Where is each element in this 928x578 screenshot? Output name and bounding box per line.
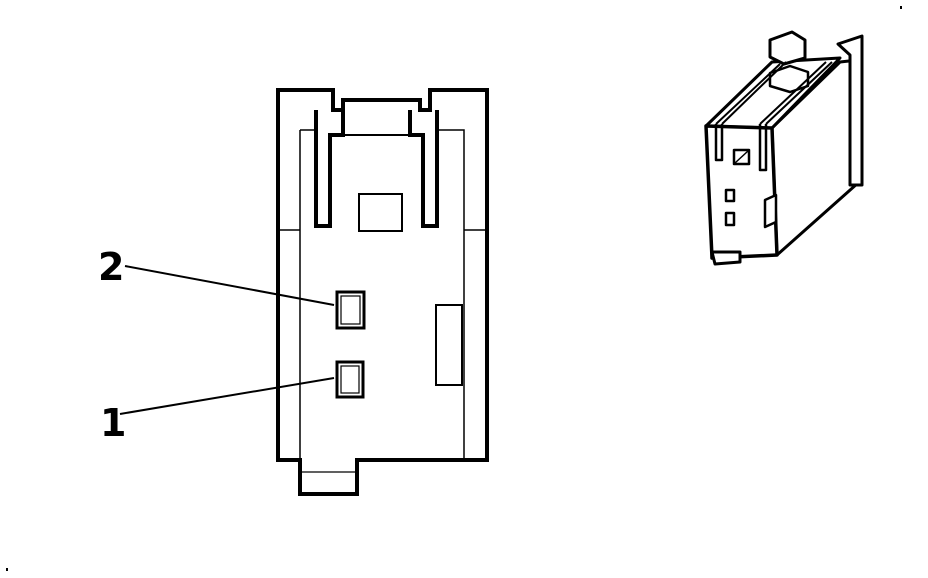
latch-arm-right — [408, 110, 439, 228]
side-slot — [435, 304, 463, 386]
leader-line-2 — [124, 265, 335, 306]
latch-arm-left — [314, 110, 345, 228]
leader-line-1 — [119, 377, 335, 415]
iso-terminal-cavity-1 — [724, 211, 736, 227]
iso-back-edge — [836, 34, 864, 187]
callout-2-label: 2 — [98, 245, 124, 289]
terminal-cavity-1 — [335, 360, 365, 399]
iso-latch-rib-right — [758, 124, 768, 172]
callout-1-label: 1 — [100, 401, 126, 445]
lock-window — [358, 193, 403, 232]
connector-face-view — [276, 88, 489, 496]
iso-lock-window — [732, 148, 751, 166]
scan-dot-bottom-left — [6, 568, 8, 571]
iso-bottom-foot — [710, 250, 742, 266]
iso-rib-top-lines — [715, 61, 833, 125]
latch-bridge — [342, 110, 411, 136]
connector-shell-outline — [276, 88, 489, 496]
iso-terminal-cavity-2 — [724, 188, 736, 203]
iso-side-slot — [763, 193, 778, 229]
iso-latch-rib-left — [714, 124, 724, 162]
scan-dot-top-right — [900, 6, 902, 9]
callout-group: 2 1 — [98, 245, 335, 445]
connector-isometric-view — [704, 30, 864, 266]
iso-top-block — [768, 30, 807, 66]
iso-top-tab — [768, 64, 810, 94]
connector-inner-body — [299, 110, 465, 460]
terminal-cavity-2 — [335, 290, 366, 330]
